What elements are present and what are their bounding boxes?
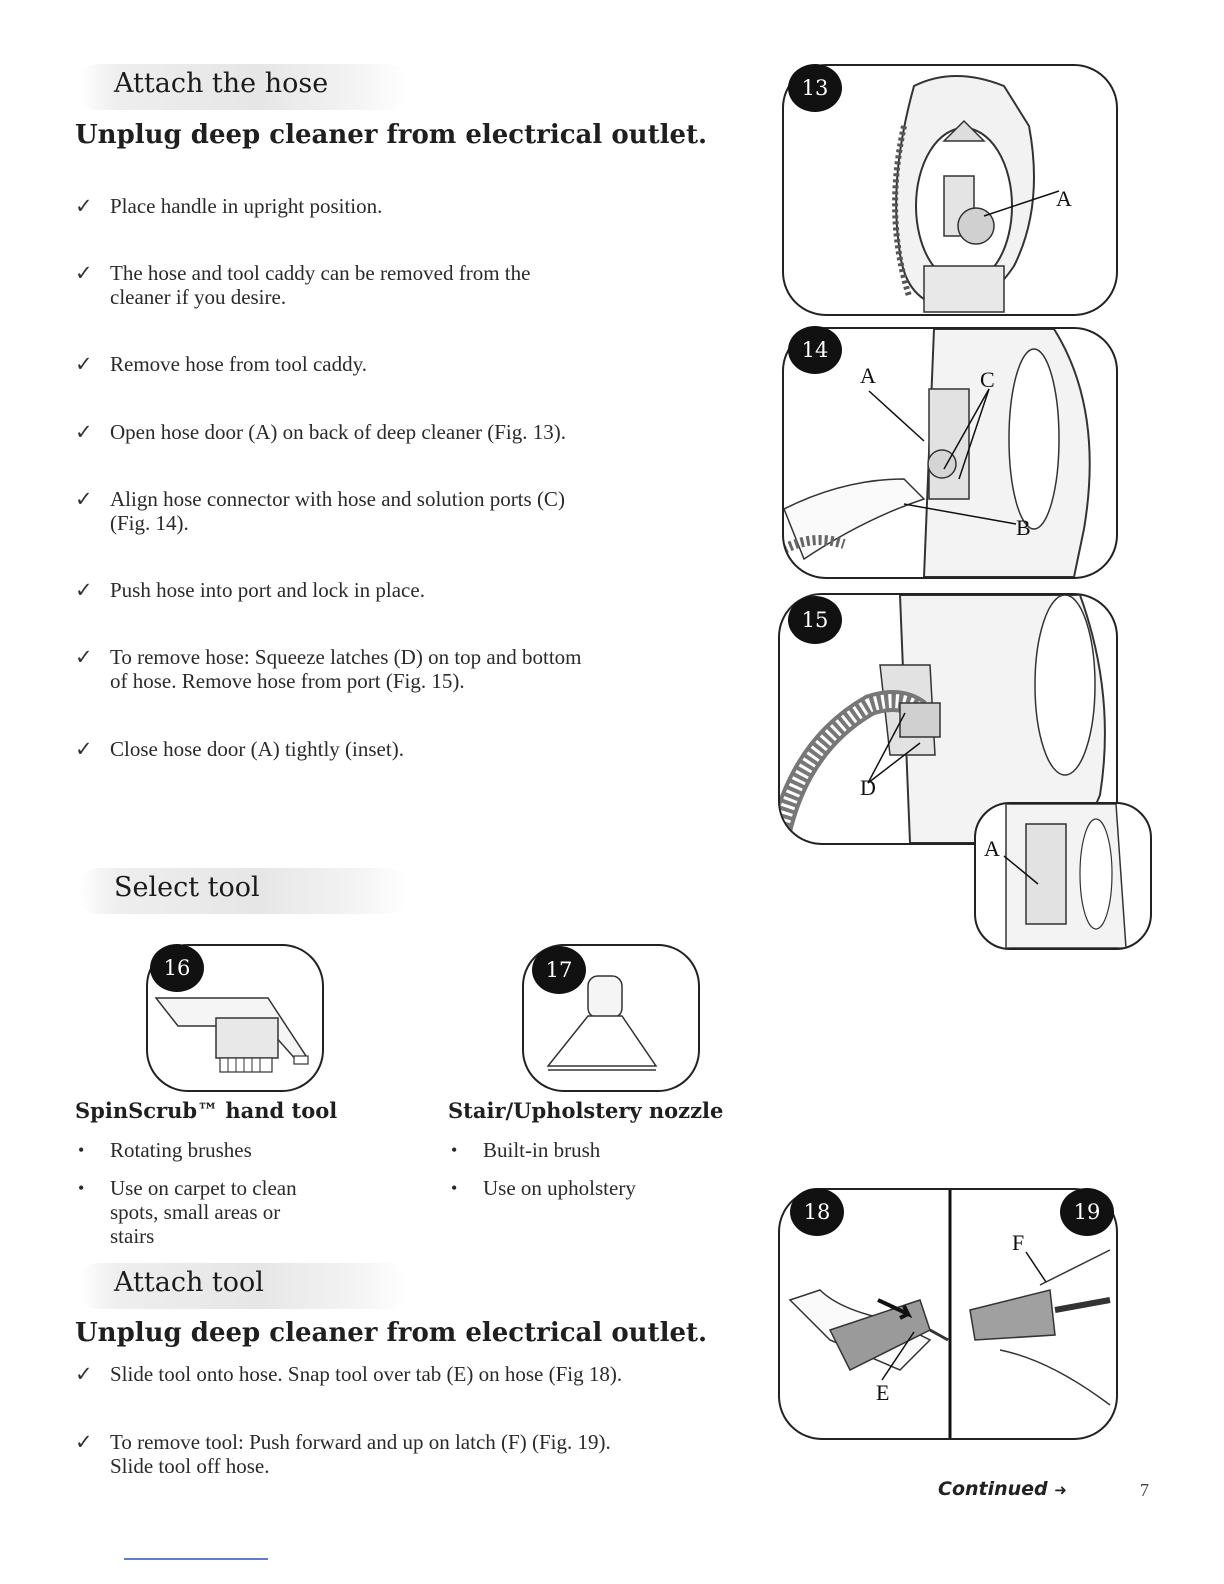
figure-13-badge: 13 bbox=[788, 64, 842, 112]
figure-19-label-f: F bbox=[1012, 1230, 1025, 1255]
heading-unplug-hose: Unplug deep cleaner from electrical outl… bbox=[75, 120, 708, 150]
section-banner-attach-hose: Attach the hose bbox=[78, 64, 408, 110]
step-item: ✓ Push hose into port and lock in place. bbox=[75, 578, 750, 602]
figure-13-label-a: A bbox=[1056, 186, 1072, 211]
figure-15-badge: 15 bbox=[788, 596, 842, 644]
figure-13-illustration bbox=[892, 75, 1060, 313]
figure-18-badge: 18 bbox=[790, 1188, 844, 1236]
figure-15-panel: D bbox=[778, 593, 1118, 845]
section-title-select-tool: Select tool bbox=[114, 872, 260, 903]
checkmark-icon: ✓ bbox=[75, 487, 93, 511]
step-text: cleaner if you desire. bbox=[110, 285, 287, 309]
step-item: ✓ The hose and tool caddy can be removed… bbox=[75, 261, 750, 309]
continued-label: Continued ➜ bbox=[938, 1478, 1067, 1500]
step-text: Open hose door (A) on back of deep clean… bbox=[110, 420, 567, 444]
step-item: ✓ Close hose door (A) tightly (inset). bbox=[75, 737, 750, 761]
checkmark-icon: ✓ bbox=[75, 352, 93, 376]
figure-14-label-b: B bbox=[1016, 515, 1031, 540]
figure-17-illustration bbox=[546, 975, 658, 1071]
figure-17-badge: 17 bbox=[532, 946, 586, 994]
bullet-text: Use on carpet to clean bbox=[110, 1176, 297, 1200]
heading-unplug-tool: Unplug deep cleaner from electrical outl… bbox=[75, 1318, 708, 1348]
step-text: (Fig. 14). bbox=[110, 511, 189, 535]
section-banner-select-tool: Select tool bbox=[78, 868, 408, 914]
stair-upholstery-bullets: Built-in brush Use on upholstery bbox=[447, 1138, 767, 1200]
bullet-text: Use on upholstery bbox=[483, 1176, 636, 1200]
figure-15-label-d: D bbox=[860, 775, 876, 800]
footer-rule bbox=[124, 1558, 268, 1560]
bullet-text: Built-in brush bbox=[483, 1138, 601, 1162]
step-text: Close hose door (A) tightly (inset). bbox=[110, 737, 404, 761]
figure-17-panel bbox=[522, 944, 700, 1092]
checkmark-icon: ✓ bbox=[75, 645, 93, 669]
step-item: ✓ To remove tool: Push forward and up on… bbox=[75, 1430, 800, 1478]
step-item: ✓ Align hose connector with hose and sol… bbox=[75, 487, 750, 535]
figure-13-panel: A bbox=[782, 64, 1118, 316]
step-text: Align hose connector with hose and solut… bbox=[110, 487, 565, 511]
figure-18-label-e: E bbox=[876, 1380, 890, 1405]
step-text: Slide tool off hose. bbox=[110, 1454, 270, 1478]
step-text: To remove hose: Squeeze latches (D) on t… bbox=[110, 645, 582, 669]
step-text: The hose and tool caddy can be removed f… bbox=[110, 261, 531, 285]
figure-14-panel: A C B bbox=[782, 327, 1118, 579]
step-item: ✓ Slide tool onto hose. Snap tool over t… bbox=[75, 1362, 800, 1386]
bullet-item: Use on upholstery bbox=[447, 1176, 767, 1200]
continued-text: Continued bbox=[938, 1478, 1048, 1500]
bullet-item: Use on carpet to clean spots, small area… bbox=[74, 1176, 404, 1248]
figure-16-panel bbox=[146, 944, 324, 1092]
step-text: Push hose into port and lock in place. bbox=[110, 578, 425, 602]
step-item: ✓ Place handle in upright position. bbox=[75, 194, 750, 218]
figure-15-illustration bbox=[780, 595, 1106, 843]
checkmark-icon: ✓ bbox=[75, 1430, 93, 1454]
step-text: To remove tool: Push forward and up on l… bbox=[110, 1430, 611, 1454]
page-number: 7 bbox=[1140, 1480, 1149, 1500]
tool-title-spinscrub: SpinScrub™ hand tool bbox=[75, 1098, 338, 1123]
figure-14-illustration bbox=[784, 329, 1091, 577]
step-item: ✓ To remove hose: Squeeze latches (D) on… bbox=[75, 645, 770, 693]
checkmark-icon: ✓ bbox=[75, 1362, 93, 1386]
figure-16-badge: 16 bbox=[150, 944, 204, 992]
bullet-item: Built-in brush bbox=[447, 1138, 767, 1162]
checkmark-icon: ✓ bbox=[75, 578, 93, 602]
step-item: ✓ Open hose door (A) on back of deep cle… bbox=[75, 420, 750, 444]
bullet-text: spots, small areas or bbox=[110, 1200, 281, 1224]
arrow-right-icon: ➜ bbox=[1054, 1481, 1067, 1499]
tool-title-stair-upholstery: Stair/Upholstery nozzle bbox=[448, 1098, 724, 1123]
figure-16-illustration bbox=[154, 997, 309, 1073]
checkmark-icon: ✓ bbox=[75, 420, 93, 444]
step-text: Remove hose from tool caddy. bbox=[110, 352, 367, 376]
figure-19-badge: 19 bbox=[1060, 1188, 1114, 1236]
figure-15-inset-illustration bbox=[1003, 804, 1127, 948]
checkmark-icon: ✓ bbox=[75, 194, 93, 218]
section-banner-attach-tool: Attach tool bbox=[78, 1263, 408, 1309]
figure-15-inset-label-a: A bbox=[984, 836, 1000, 861]
step-text: Place handle in upright position. bbox=[110, 194, 383, 218]
figure-15-inset-panel: A bbox=[974, 802, 1152, 950]
figure-14-badge: 14 bbox=[788, 326, 842, 374]
step-text: Slide tool onto hose. Snap tool over tab… bbox=[110, 1362, 623, 1386]
bullet-text: Rotating brushes bbox=[110, 1138, 252, 1162]
figure-14-label-c: C bbox=[980, 367, 995, 392]
section-title-attach-tool: Attach tool bbox=[114, 1267, 264, 1298]
section-title-attach-hose: Attach the hose bbox=[114, 68, 329, 99]
spinscrub-bullets: Rotating brushes Use on carpet to clean … bbox=[74, 1138, 404, 1248]
step-item: ✓ Remove hose from tool caddy. bbox=[75, 352, 750, 376]
figure-18-19-illustration bbox=[788, 1190, 1111, 1438]
step-text: of hose. Remove hose from port (Fig. 15)… bbox=[110, 669, 465, 693]
bullet-text: stairs bbox=[110, 1224, 155, 1248]
checkmark-icon: ✓ bbox=[75, 261, 93, 285]
bullet-item: Rotating brushes bbox=[74, 1138, 404, 1162]
figure-14-label-a: A bbox=[860, 363, 876, 388]
checkmark-icon: ✓ bbox=[75, 737, 93, 761]
